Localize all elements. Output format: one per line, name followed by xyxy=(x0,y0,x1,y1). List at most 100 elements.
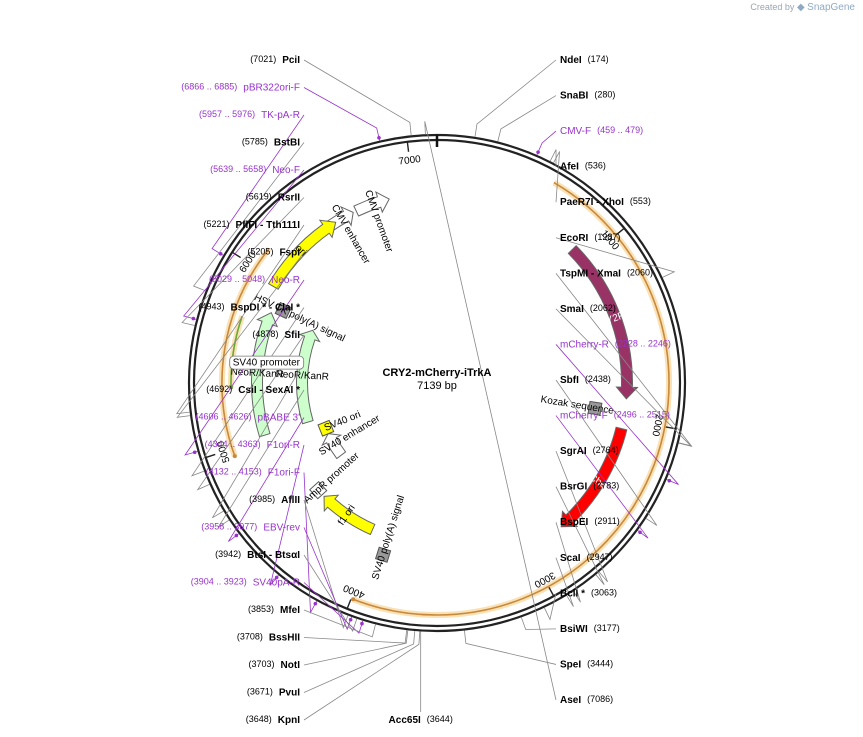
site-label: Acc65I(3644) xyxy=(389,714,453,725)
site-name: PvuI xyxy=(279,687,300,698)
site-coord: (4132 .. 4153) xyxy=(206,467,262,477)
site-coord: (4606 .. 4626) xyxy=(195,412,251,422)
site-label: mCherry-F(2496 .. 2515) xyxy=(560,410,670,421)
site-name: PflFI - Tth111I xyxy=(236,220,301,231)
site-label: (5957 .. 5976)TK-pA-R xyxy=(199,109,300,120)
site-leader xyxy=(217,389,305,528)
site-label: AseI (7086) xyxy=(560,694,613,705)
site-label: SV40 promoter xyxy=(233,357,301,368)
site-label: BclI *(3063) xyxy=(560,588,617,599)
site-name: SnaBI xyxy=(560,90,589,101)
site-label: (4606 .. 4626)pBABE 3' xyxy=(195,412,300,423)
site-coord: (2228 .. 2246) xyxy=(615,339,671,349)
site-label: (4132 .. 4153)F1ori-F xyxy=(206,467,300,478)
site-leader xyxy=(303,631,421,721)
plasmid-name: CRY2-mCherry-iTrkA xyxy=(382,367,491,379)
site-label: (7021)PciI xyxy=(250,54,300,65)
site-leader xyxy=(555,486,605,585)
ruler-label: 7000 xyxy=(398,154,422,168)
site-leader xyxy=(536,130,557,156)
site-leader xyxy=(555,450,608,583)
site-leader xyxy=(184,279,305,456)
site-name: AseI xyxy=(560,695,581,706)
site-name: mCherry-R xyxy=(560,339,609,350)
site-coord: (5785) xyxy=(242,137,268,147)
site-name: AfeI xyxy=(560,161,579,172)
site-coord: (3671) xyxy=(247,687,273,697)
site-leader xyxy=(303,609,376,638)
site-leader xyxy=(192,142,305,292)
site-coord: (2764) xyxy=(593,445,619,455)
site-label: (5619)RsrII xyxy=(246,192,300,203)
site-name: CMV-F xyxy=(560,126,591,137)
site-label: SpeI(3444) xyxy=(560,659,613,670)
ruler-tick xyxy=(548,587,555,597)
site-coord: (2496 .. 2515) xyxy=(614,410,670,420)
feature-box xyxy=(317,419,335,437)
site-label: (3958 .. 3977)EBV-rev xyxy=(201,522,300,533)
site-name: BclI * xyxy=(560,588,585,599)
site-coord: (3985) xyxy=(249,494,275,504)
site-name: F1ori-R xyxy=(267,440,300,451)
site-label: EcoRI(1287) xyxy=(560,232,620,243)
site-leader xyxy=(303,582,364,634)
site-name: SpeI xyxy=(560,659,581,670)
site-name: PaeR7I - XhoI xyxy=(560,197,624,208)
site-coord: (553) xyxy=(630,197,651,207)
site-name: AflII xyxy=(281,495,300,506)
center-label: CRY2-mCherry-iTrkA 7139 bp xyxy=(382,367,491,392)
site-coord: (536) xyxy=(585,161,606,171)
site-leader xyxy=(464,630,557,665)
feature-arrow xyxy=(567,244,639,400)
site-coord: (2783) xyxy=(593,481,619,491)
site-label: AfeI (536) xyxy=(560,161,606,172)
site-leader xyxy=(474,59,557,137)
site-label: (3853)MfeI xyxy=(248,604,300,615)
site-leader xyxy=(497,95,557,142)
ruler-tick xyxy=(346,599,352,610)
site-leader xyxy=(555,308,693,448)
site-name: BspDI * - ClaI * xyxy=(231,302,301,313)
feature-arrow xyxy=(296,329,321,425)
site-label: BspEI(2911) xyxy=(560,517,620,528)
ruler-tick xyxy=(205,453,216,459)
site-leader xyxy=(520,617,557,630)
feature-arrow xyxy=(321,433,347,460)
site-label: SbfI(2438) xyxy=(560,374,611,385)
ruler-label: 2000 xyxy=(649,413,664,437)
site-coord: (3708) xyxy=(237,632,263,642)
site-coord: (5639 .. 5658) xyxy=(210,164,266,174)
site-coord: (3644) xyxy=(427,714,453,724)
site-leader xyxy=(181,197,305,326)
site-box xyxy=(229,355,305,370)
site-coord: (3904 .. 3923) xyxy=(191,577,247,587)
site-coord: (5205) xyxy=(247,247,273,257)
site-leader xyxy=(543,593,557,621)
site-label: (4878)SfiI xyxy=(252,329,300,340)
site-label: (4692)CsiI - SexAI * xyxy=(206,384,300,395)
site-name: SgrAI xyxy=(560,446,587,457)
ruler-tick xyxy=(616,227,625,236)
site-label: CMV-F(459 .. 479) xyxy=(560,125,643,136)
site-coord: (7086) xyxy=(587,694,613,704)
site-name: TspMI - XmaI xyxy=(560,268,621,279)
site-name: NdeI xyxy=(560,55,582,66)
site-label: (6866 .. 6885)pBR322ori-F xyxy=(181,82,300,93)
site-coord: (3703) xyxy=(249,659,275,669)
site-leader xyxy=(303,630,409,666)
site-name: SV40pA-R xyxy=(253,577,300,588)
site-label: mCherry-R (2228 .. 2246) xyxy=(560,339,671,350)
site-leader xyxy=(176,252,305,418)
orf-arrowhead xyxy=(232,454,237,459)
site-name: BtsI - BtsαI xyxy=(247,550,300,561)
site-name: pBR322ori-F xyxy=(243,82,300,93)
orf-line xyxy=(221,248,270,457)
site-leader xyxy=(303,630,416,693)
site-label: (3985) AflII xyxy=(249,494,300,505)
site-label: (4943)BspDI * - ClaI * xyxy=(199,302,301,313)
site-label: ScaI(2947) xyxy=(560,552,613,563)
site-coord: (174) xyxy=(588,54,609,64)
plasmid-length: 7139 bp xyxy=(417,380,457,392)
site-leader xyxy=(196,334,305,491)
site-layer: NdeI(174)SnaBI(280)CMV-F(459 .. 479)AfeI… xyxy=(175,54,693,726)
